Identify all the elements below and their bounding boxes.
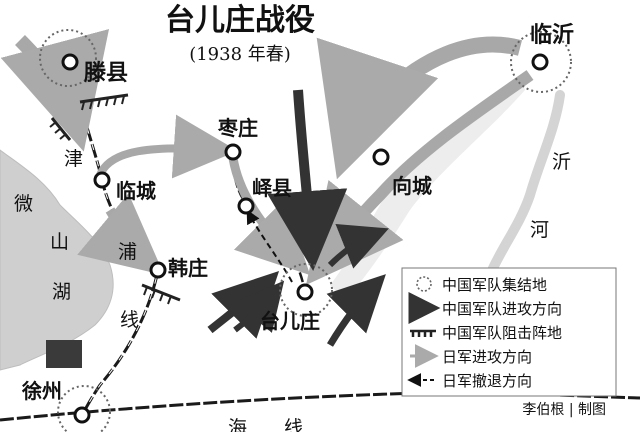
city-marker-zaozhuang (224, 143, 242, 161)
label-hanzhuang: 韩庄 (168, 256, 208, 280)
city-marker-xuzhou (73, 406, 91, 424)
yi-river (485, 90, 565, 280)
river-char-1: 沂 (552, 151, 571, 173)
legend-assembly: 中国军队集结地 (416, 276, 547, 294)
city-marker-tengxian (61, 53, 79, 71)
legend-assembly-symbol (416, 276, 432, 292)
assembly-taierzhuang (279, 263, 333, 317)
legend-jp-attack: 日军进攻方向 (410, 344, 532, 368)
legend-jp-retreat: 日军撤退方向 (407, 372, 532, 390)
lake-char-1: 微 (14, 193, 33, 215)
city-marker-xiangcheng (372, 148, 390, 166)
city-marker-taierzhuang (296, 283, 314, 301)
jinpu-char-1: 津 (64, 148, 83, 170)
city-marker-yixian (237, 197, 255, 215)
assembly-tengxian (39, 29, 97, 87)
block-lincheng-west (49, 117, 72, 141)
legend-jp-attack-label: 日军进攻方向 (442, 348, 532, 366)
map-credit: 李伯根 | 制图 (522, 402, 606, 418)
label-tengxian: 滕县 (84, 61, 128, 86)
legend-cn-block-symbol (410, 329, 436, 337)
label-yixian: 峄县 (252, 176, 292, 200)
branch-railway (231, 151, 307, 293)
label-lincheng: 临城 (116, 179, 156, 203)
blocking-positions (49, 93, 181, 305)
jp-arrow-tengxian-south (0, 28, 109, 152)
legend-cn-block: 中国军队阻击阵地 (410, 324, 562, 342)
jinpu-char-3: 线 (120, 309, 139, 331)
legend-cn-attack-label: 中国军队进攻方向 (442, 300, 562, 318)
jp-arrow-lincheng-zaozhuang (96, 114, 238, 179)
city-marker-hanzhuang (149, 261, 167, 279)
block-hanzhuang (141, 283, 181, 305)
cn-arrow-northeast (327, 223, 389, 269)
longhai-char-2: 线 (284, 417, 303, 432)
legend-jp-retreat-label: 日军撤退方向 (442, 372, 532, 390)
label-xuzhou: 徐州 (21, 379, 62, 403)
assembly-xuzhou (57, 385, 111, 432)
jp-arrow-hanzhuang-south (77, 193, 165, 276)
city-marker-lincheng (93, 171, 111, 189)
jp-arrow-linyi-west (316, 36, 523, 180)
label-zaozhuang: 枣庄 (217, 116, 258, 140)
legend-cn-attack: 中国军队进攻方向 (408, 292, 562, 324)
chinese-attack-arrows (207, 89, 389, 347)
legend-assembly-label: 中国军队集结地 (442, 276, 547, 294)
label-xiangcheng: 向城 (392, 174, 432, 198)
jinpu-char-2: 浦 (118, 241, 137, 263)
cn-arrow-east (326, 274, 386, 347)
city-markers (61, 53, 549, 424)
legend: 中国军队集结地 中国军队进攻方向 中国军队阻击阵地 日军进攻方向 日军撤退方向 (401, 267, 617, 397)
river-char-2: 河 (530, 219, 549, 241)
legend-cn-block-label: 中国军队阻击阵地 (442, 324, 562, 342)
map-subtitle: (1938 年春) (189, 44, 291, 65)
assembly-linyi (510, 31, 572, 93)
block-tengxian (79, 93, 129, 111)
longhai-char-1: 海 (228, 417, 247, 432)
cn-arrow-north (267, 89, 348, 271)
map-title: 台儿庄战役 (165, 3, 315, 38)
label-taierzhuang: 台儿庄 (260, 309, 320, 333)
city-marker-linyi (531, 53, 549, 71)
lake-island (46, 340, 82, 368)
jp-retreat-arrow (246, 209, 293, 283)
legend-box (401, 267, 617, 397)
lake-char-2: 山 (50, 231, 69, 253)
lake-char-3: 湖 (52, 281, 71, 303)
assembly-areas (39, 29, 572, 432)
cn-arrow-west-2 (233, 280, 285, 333)
label-linyi: 临沂 (530, 22, 574, 48)
